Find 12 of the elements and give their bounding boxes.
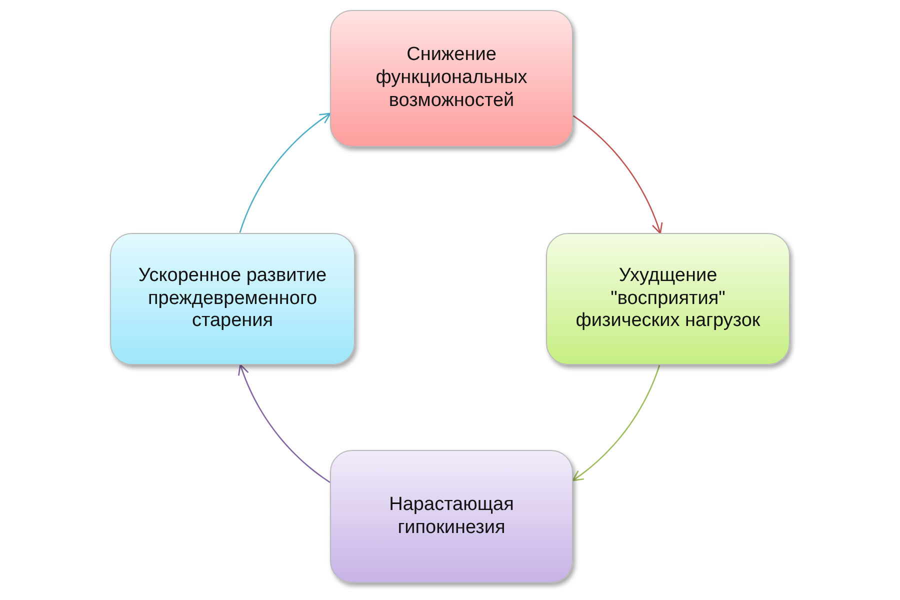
box-label: Снижение функциональных возможностей — [374, 44, 528, 113]
process-box — [546, 233, 790, 365]
arrow — [239, 112, 331, 233]
box-label: Ухудщение "восприятия" физических нагрузок — [574, 264, 762, 334]
process-box — [330, 450, 573, 583]
arrow — [238, 364, 330, 483]
box-label: Нарастающая гипокинезия — [388, 494, 515, 540]
arrow — [572, 365, 660, 482]
box-label: Ускоренное развитие преждевременного старения — [137, 264, 328, 334]
process-box — [330, 10, 573, 147]
arrow — [572, 115, 663, 234]
process-box — [110, 233, 355, 365]
